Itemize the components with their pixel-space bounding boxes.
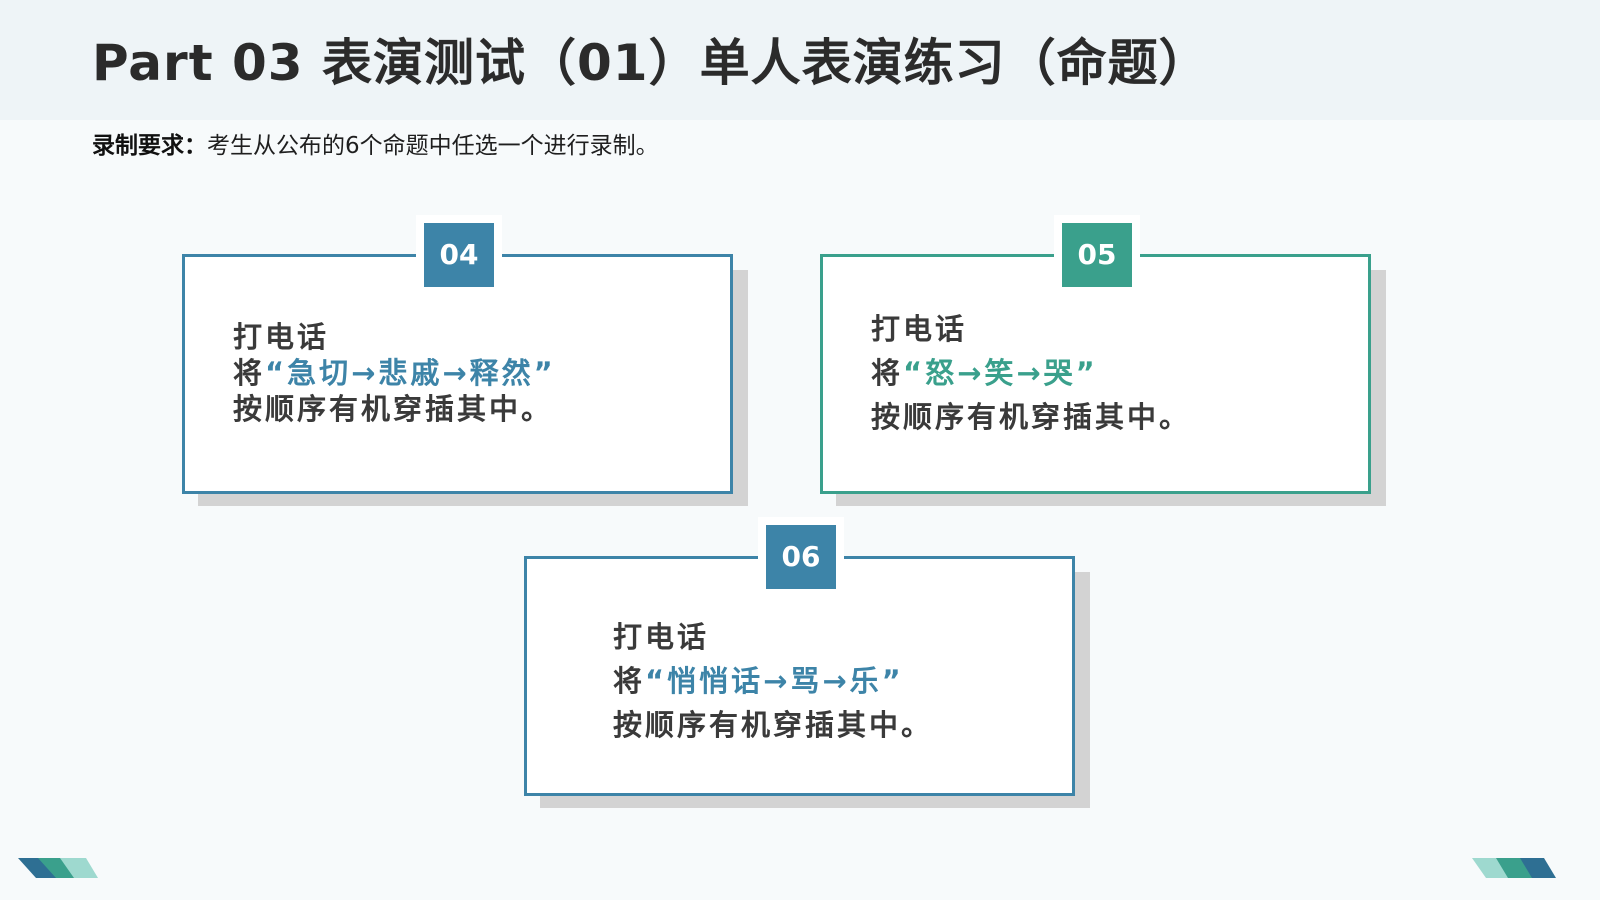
- requirement-label: 录制要求：: [92, 133, 207, 159]
- card-number-badge: 06: [766, 525, 836, 589]
- card-number-badge: 04: [424, 223, 494, 287]
- card-line-2: 将“急切→悲戚→释然”: [233, 355, 556, 391]
- card-number-badge: 05: [1062, 223, 1132, 287]
- title-band: [0, 0, 1600, 120]
- topic-card-05: 05 打电话 将“怒→笑→哭” 按顺序有机穿插其中。: [820, 223, 1371, 494]
- card-content: 打电话 将“悄悄话→骂→乐” 按顺序有机穿插其中。: [613, 615, 933, 747]
- card-content: 打电话 将“怒→笑→哭” 按顺序有机穿插其中。: [871, 307, 1191, 439]
- card-line-1: 打电话: [233, 320, 330, 354]
- requirement-text: 考生从公布的6个命题中任选一个进行录制。: [207, 133, 659, 159]
- card-line-2-prefix: 将: [871, 356, 904, 390]
- emotion-sequence: “急切→悲戚→释然”: [265, 356, 556, 390]
- emotion-sequence: “悄悄话→骂→乐”: [645, 664, 904, 698]
- page-title: Part 03 表演测试（01）单人表演练习（命题）: [92, 34, 1210, 92]
- card-line-2: 将“怒→笑→哭”: [871, 351, 1191, 395]
- card-line-1: 打电话: [613, 620, 710, 654]
- stripe-light: [60, 858, 98, 878]
- card-line-2-prefix: 将: [613, 664, 646, 698]
- stripe-dark: [18, 858, 62, 878]
- topic-card-04: 04 打电话 将“急切→悲戚→释然” 按顺序有机穿插其中。: [182, 223, 733, 494]
- card-line-3: 按顺序有机穿插其中。: [871, 400, 1192, 434]
- card-line-1: 打电话: [871, 312, 968, 346]
- right-corner-stripes: [1472, 858, 1556, 878]
- card-content: 打电话 将“急切→悲戚→释然” 按顺序有机穿插其中。: [233, 319, 556, 427]
- card-line-2: 将“悄悄话→骂→乐”: [613, 659, 933, 703]
- card-line-2-prefix: 将: [233, 356, 266, 390]
- emotion-sequence: “怒→笑→哭”: [903, 356, 1098, 390]
- stripe-dark: [1520, 858, 1556, 878]
- card-line-3: 按顺序有机穿插其中。: [613, 708, 934, 742]
- card-line-3: 按顺序有机穿插其中。: [233, 392, 554, 426]
- left-corner-stripes: [18, 858, 98, 878]
- recording-requirement: 录制要求：考生从公布的6个命题中任选一个进行录制。: [92, 130, 659, 162]
- topic-card-06: 06 打电话 将“悄悄话→骂→乐” 按顺序有机穿插其中。: [524, 525, 1075, 796]
